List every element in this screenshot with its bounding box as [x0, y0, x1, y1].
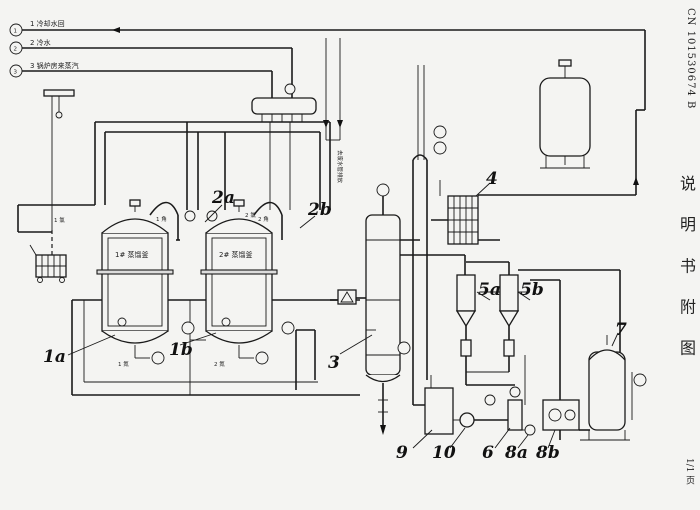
label-1b: 1b — [169, 340, 193, 360]
storage-tank — [539, 59, 591, 169]
pipe-label-3: 3 锅炉房来蒸汽 — [30, 61, 79, 70]
condenser-column-3 — [365, 183, 420, 435]
flow-arrow-icon — [112, 27, 120, 33]
unit-6 — [484, 386, 523, 431]
label-8a: 8a — [504, 443, 528, 463]
receiver-9 — [424, 375, 454, 435]
receiver-tank-7 — [580, 335, 647, 441]
pipe-label-2: 2 冷水 — [30, 38, 51, 47]
svg-text:1: 1 — [14, 29, 18, 35]
svg-text:3: 3 — [14, 70, 18, 76]
distillation-vessel-1a — [96, 199, 179, 358]
vessel-piping — [71, 215, 366, 396]
tag-4: 2 氮 — [214, 360, 225, 368]
label-6: 6 — [482, 443, 494, 463]
component-callouts — [67, 182, 619, 449]
u-pipe — [412, 65, 440, 406]
vessel-1b-label: 2# 蒸馏釜 — [219, 250, 253, 259]
patent-number: CN 101530674 B — [685, 8, 696, 110]
instruments-vessels — [117, 210, 295, 365]
hoist-icon — [43, 89, 75, 262]
label-2b: 2b — [307, 200, 332, 220]
label-1a: 1a — [43, 347, 66, 367]
label-10: 10 — [432, 443, 456, 463]
unit-8a — [522, 424, 536, 436]
separator-5a — [455, 274, 477, 385]
tag-3: 1 氮 — [118, 360, 129, 368]
utility-lines: 1 2 3 — [9, 23, 646, 196]
distillation-vessel-1b — [200, 199, 283, 358]
vessel-1a-label: 1# 蒸馏釜 — [115, 250, 149, 259]
heat-exchanger-4 — [400, 125, 500, 275]
cart-icon — [29, 244, 67, 283]
flow-arrow-icon — [633, 177, 639, 185]
unit-8b — [542, 399, 590, 440]
header-piping — [17, 121, 331, 233]
tag-5: 1 氯 — [54, 216, 65, 224]
drain-lines — [323, 38, 343, 141]
label-8b: 8b — [535, 443, 560, 463]
steam-header — [251, 83, 317, 122]
label-5b: 5b — [520, 280, 544, 300]
label-3: 3 — [328, 353, 340, 373]
svg-text:2: 2 — [14, 47, 18, 53]
drain-label: 去废水管排放 — [336, 150, 344, 184]
page-number: 1/1 页 — [684, 458, 694, 485]
label-9: 9 — [396, 443, 408, 463]
separator-5b — [498, 274, 520, 372]
tag-1: 1 角 — [156, 215, 167, 223]
label-4: 4 — [486, 169, 498, 189]
label-5a: 5a — [478, 280, 501, 300]
sheet-title: 说 明 书 附 图 — [677, 175, 696, 366]
tag-2: 2 角 — [258, 215, 269, 223]
pipe-label-1: 1 冷却水回 — [30, 19, 65, 28]
label-2a: 2a — [211, 188, 235, 208]
label-7: 7 — [615, 320, 627, 340]
pump-10 — [453, 405, 511, 428]
tag-6: 2 氯 — [245, 211, 256, 219]
separator-piping — [466, 261, 621, 440]
